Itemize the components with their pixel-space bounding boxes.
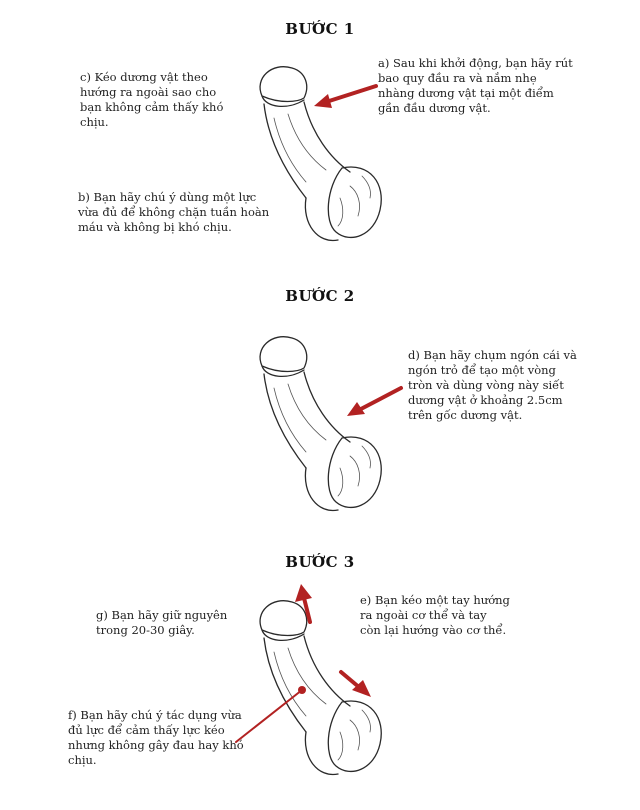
anatomy-outline-2 — [259, 336, 382, 512]
step-3-note-f: f) Bạn hãy chú ý tác dụng vừa đủ lực để … — [68, 708, 244, 767]
step-1-title: BƯỚC 1 — [285, 20, 355, 38]
step-1-note-b: b) Bạn hãy chú ý dùng một lực vừa đủ để … — [78, 190, 270, 234]
step-1-illustration — [259, 66, 382, 242]
step-3-title: BƯỚC 3 — [285, 553, 355, 571]
step-1-note-a: a) Sau khi khởi động, bạn hãy rút bao qu… — [378, 56, 573, 115]
step-3-illustration — [259, 600, 382, 776]
step-2-note-d: d) Bạn hãy chụm ngón cái và ngón trỏ để … — [408, 348, 577, 422]
anatomy-outline-1 — [259, 66, 382, 242]
step-1-arrow — [314, 84, 378, 108]
anatomy-outline-3 — [259, 600, 382, 776]
pressure-point-marker — [235, 686, 306, 743]
step-2-title: BƯỚC 2 — [285, 287, 355, 305]
step-3-note-g: g) Bạn hãy giữ nguyên trong 20-30 giây. — [96, 608, 228, 637]
step-2-arrow — [347, 386, 403, 416]
step-1-note-c: c) Kéo dương vật theo hướng ra ngoài sao… — [80, 70, 224, 129]
step-3-note-e: e) Bạn kéo một tay hướng ra ngoài cơ thể… — [360, 593, 510, 637]
step-2-illustration — [259, 336, 382, 512]
arrow-down-inward — [339, 670, 371, 697]
arrow-up-outward — [295, 584, 312, 624]
